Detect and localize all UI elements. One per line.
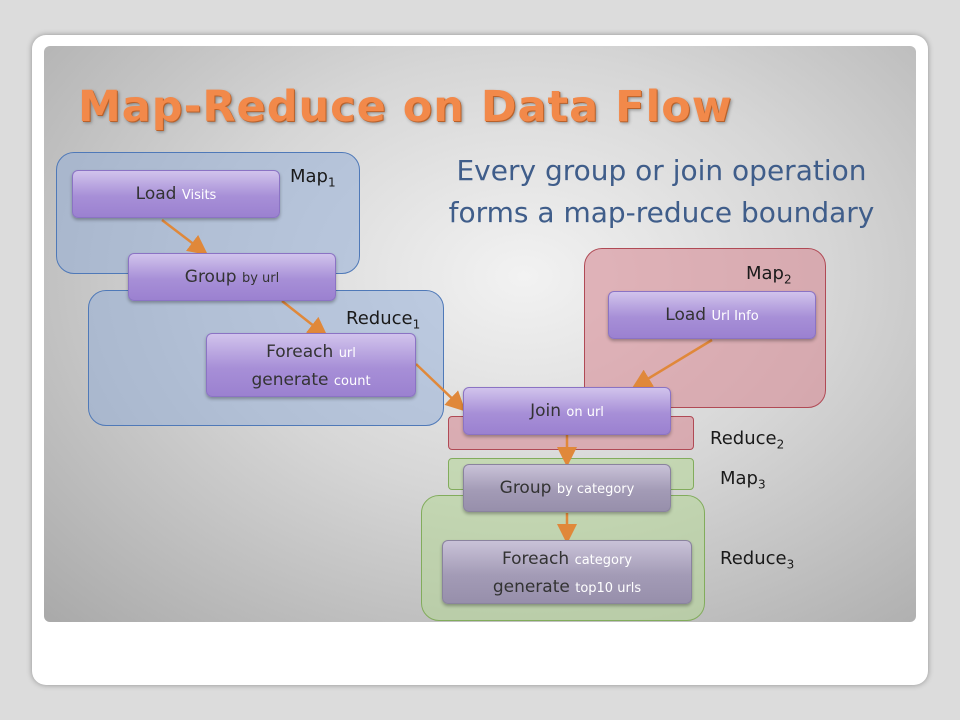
reduce3-label: Reduce3 [720, 548, 795, 572]
load-url-info-node: Load Url Info [608, 291, 816, 339]
map1-label: Map1 [290, 166, 336, 190]
map3-label: Map3 [720, 468, 766, 492]
arrow-load-to-group [161, 219, 208, 256]
slide-subtitle: Every group or join operation forms a ma… [424, 150, 899, 234]
join-on-url-node: Join on url [463, 387, 671, 435]
subtitle-line-2: forms a map-reduce boundary [448, 196, 875, 229]
group-by-url-node: Group by url [128, 253, 336, 301]
map2-label: Map2 [746, 263, 792, 287]
flow-arrows [161, 219, 713, 544]
arrow-foreach-to-join [415, 363, 466, 412]
reduce1-label: Reduce1 [346, 308, 421, 332]
foreach-category-node: Foreach category generate top10 urls [442, 540, 692, 604]
subtitle-line-1: Every group or join operation [456, 154, 867, 187]
arrow-group-to-foreach [281, 300, 328, 338]
group-by-category-node: Group by category [463, 464, 671, 512]
slide-canvas: Map-Reduce on Data Flow Every group or j… [44, 46, 916, 622]
slide-title: Map-Reduce on Data Flow [78, 82, 733, 132]
load-visits-node: Load Visits [72, 170, 280, 218]
arrow-loadurl-to-join [631, 338, 713, 389]
foreach-url-node: Foreach url generate count [206, 333, 416, 397]
reduce2-label: Reduce2 [710, 428, 785, 452]
